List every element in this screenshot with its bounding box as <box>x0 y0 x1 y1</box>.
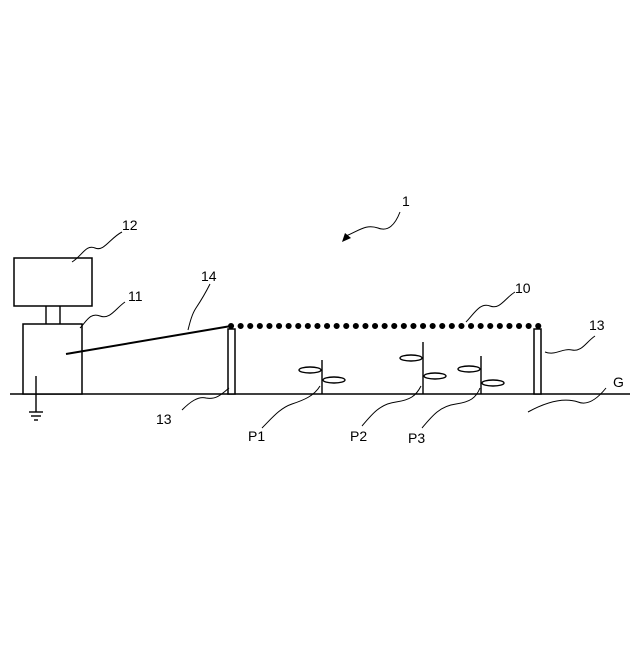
leader-10 <box>466 292 515 322</box>
leader-14 <box>188 284 210 330</box>
plant-p3 <box>458 356 504 394</box>
label-post-right: 13 <box>589 317 605 333</box>
leader-p2 <box>362 386 421 426</box>
label-lead: 14 <box>201 268 217 284</box>
leader-p1 <box>262 386 320 428</box>
post-left <box>228 329 235 394</box>
label-plant-p2: P2 <box>350 428 367 444</box>
leader-13-left <box>182 388 229 410</box>
leader-1 <box>346 212 400 236</box>
label-post-left: 13 <box>156 411 172 427</box>
label-plant-p3: P3 <box>408 430 425 446</box>
plant-p1 <box>299 360 345 394</box>
label-device: 11 <box>128 288 143 304</box>
monitor-box <box>14 258 92 306</box>
plant-p2 <box>400 342 446 394</box>
label-ground: G <box>613 374 624 390</box>
label-plant-p1: P1 <box>248 428 265 444</box>
label-monitor: 12 <box>122 217 138 233</box>
leader-13-right <box>545 336 595 353</box>
label-system: 1 <box>402 193 410 209</box>
label-wire: 10 <box>515 280 531 296</box>
device-box <box>23 324 82 394</box>
post-right <box>534 329 541 394</box>
lead-wire <box>66 326 231 354</box>
